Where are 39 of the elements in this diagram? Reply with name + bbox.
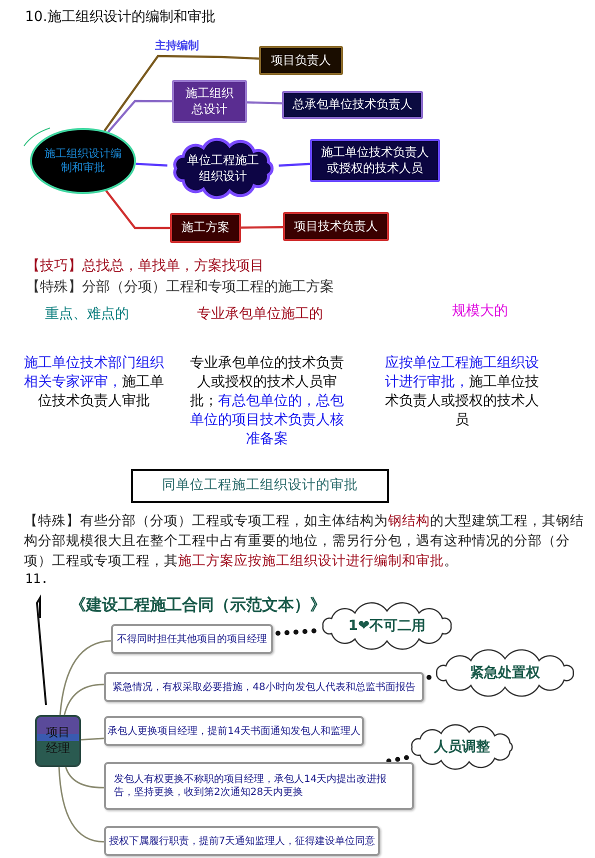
column-text: 应按单位工程施工组织设计进行审批，施工单位技术负责人或授权的技术人员 <box>384 354 540 430</box>
tip-text: 【技巧】总找总，单找单，方案找项目 <box>26 257 265 276</box>
note-text: 【特殊】分部（分项）工程和专项工程的施工方案 <box>26 278 335 297</box>
connector-line <box>104 54 260 132</box>
contract-title: 《建设工程施工合同（示范文本）》 <box>70 595 327 614</box>
note-box: 紧急情况，有权采取必要措施，48小时向发包人代表和总监书面报告 <box>104 672 424 702</box>
note-box: 不得同时担任其他项目的项目经理 <box>111 624 273 654</box>
topic-box: 施工方案 <box>170 213 241 243</box>
topic-box: 施工单位技术负责人或授权的技术人员 <box>310 139 440 182</box>
connector-line <box>64 684 104 716</box>
connector-line <box>107 100 172 133</box>
connector-line <box>59 640 112 716</box>
topic-box: 项目负责人 <box>259 46 343 75</box>
topic-box: 总承包单位技术负责人 <box>282 91 423 119</box>
note-box: 授权下属履行职责，提前7天通知监理人，征得建设单位同意 <box>104 826 380 856</box>
connector-line <box>58 766 104 843</box>
column-heading: 重点、难点的 <box>44 305 130 324</box>
connector-line <box>65 766 104 788</box>
column-text: 施工单位技术部门组织相关专家评审，施工单位技术负责人审批 <box>24 354 164 411</box>
section-heading: 10.施工组织设计的编制和审批 <box>25 8 216 27</box>
note-paragraph: 【特殊】有些分部（分项）工程或专项工程，如主体结构为钢结构的大型建筑工程，其钢结构分部规模很大且在整个工程中占有重要的地位，需另行分包，遇有这种情况的分部（分项）工程或专项工程，其施工方案应按施工组织设计进行编制和审批。 <box>24 512 585 571</box>
connector-line <box>136 162 168 167</box>
topic-box: 施工组织总设计 <box>172 80 247 123</box>
text-box: 同单位工程施工组织设计的审批 <box>131 469 389 503</box>
section-number: 11. <box>25 571 50 589</box>
note-box: 承包人更换项目经理，提前14天书面通知发包人和监理人 <box>104 716 364 746</box>
connector-line <box>240 226 284 229</box>
topic-box: 项目技术负责人 <box>283 212 389 241</box>
topic-ellipse: 施工组织设计编制和审批 <box>30 128 136 194</box>
topic-box: 项目经理 <box>35 715 81 767</box>
column-text: 专业承包单位的技术负责人或授权的技术人员审批；有总包单位的，总包单位的项目技术负责人核准备案 <box>189 354 345 449</box>
column-heading: 规模大的 <box>451 302 509 321</box>
edge-label: 主持编制 <box>154 38 200 53</box>
column-heading: 专业承包单位施工的 <box>196 305 324 324</box>
connector-line <box>80 738 104 740</box>
connector-line <box>246 101 282 104</box>
connector-line <box>278 162 310 167</box>
note-box: 发包人有权更换不称职的项目经理，承包人14天内提出改进报告，坚持更换，收到第2次通知28天内更换 <box>104 762 414 810</box>
connector-line <box>105 190 170 230</box>
